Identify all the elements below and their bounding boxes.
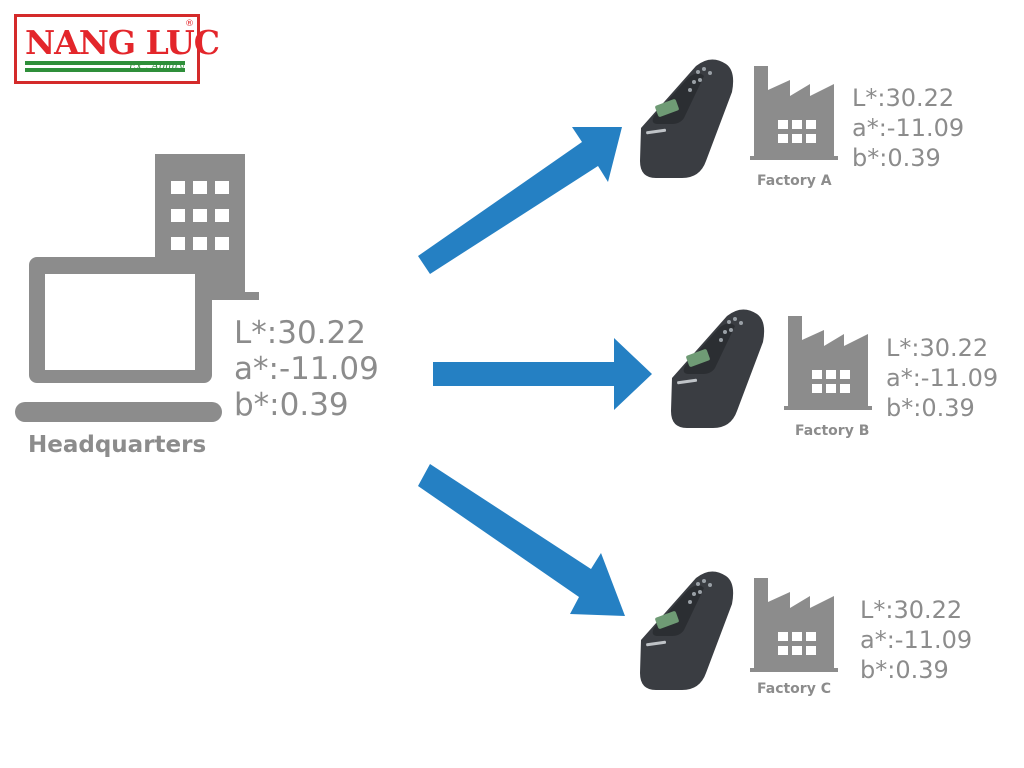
logo-registered-mark: ® <box>185 19 194 29</box>
factory-icon <box>784 316 872 410</box>
factory-a-l-value: L*:30.22 <box>852 84 955 112</box>
factory-c-a-value: a*:-11.09 <box>860 626 973 654</box>
arrow-icon-to-factory-b <box>433 338 652 410</box>
factory-b-a-value: a*:-11.09 <box>886 364 999 392</box>
laptop-icon <box>15 257 222 422</box>
logo-text: NANG LUC <box>25 23 220 62</box>
factory-c-label: Factory C <box>757 681 831 697</box>
logo-underline <box>25 61 185 65</box>
factory-c-graphics <box>640 571 838 690</box>
arrow-icon-to-factory-a <box>418 127 622 274</box>
colorimeter-device-icon <box>640 59 734 178</box>
factory-b-label: Factory B <box>795 423 870 439</box>
factory-icon <box>750 578 838 672</box>
nang-luc-logo: NANG LUC ® Ex . Ability <box>14 14 220 84</box>
colorimeter-device-icon <box>671 309 765 428</box>
factory-a-label: Factory A <box>757 173 832 189</box>
factory-c-l-value: L*:30.22 <box>860 596 963 624</box>
factory-b-b-value: b*:0.39 <box>886 394 975 422</box>
factory-icon <box>750 66 838 160</box>
hq-l-value: L*:30.22 <box>234 315 366 351</box>
factory-c-b-value: b*:0.39 <box>860 656 949 684</box>
logo-underline-2 <box>25 68 185 72</box>
factory-b-readout: L*:30.22 a*:-11.09 b*:0.39 <box>886 336 998 426</box>
factory-a-readout: L*:30.22 a*:-11.09 b*:0.39 <box>852 86 964 176</box>
arrow-icon-to-factory-c <box>418 464 625 616</box>
hq-b-value: b*:0.39 <box>234 387 349 423</box>
factory-a-b-value: b*:0.39 <box>852 144 941 172</box>
headquarters-readout: L*:30.22 a*:-11.09 b*:0.39 <box>234 318 379 426</box>
factory-c-readout: L*:30.22 a*:-11.09 b*:0.39 <box>860 598 972 688</box>
factory-b-graphics <box>671 309 872 428</box>
headquarters-label: Headquarters <box>28 432 207 458</box>
factory-b-l-value: L*:30.22 <box>886 334 989 362</box>
colorimeter-device-icon <box>640 571 734 690</box>
hq-a-value: a*:-11.09 <box>234 351 379 387</box>
logo-subtitle: Ex . Ability <box>129 61 185 72</box>
factory-a-graphics <box>640 59 838 178</box>
factory-a-a-value: a*:-11.09 <box>852 114 965 142</box>
office-building-icon <box>155 154 259 300</box>
